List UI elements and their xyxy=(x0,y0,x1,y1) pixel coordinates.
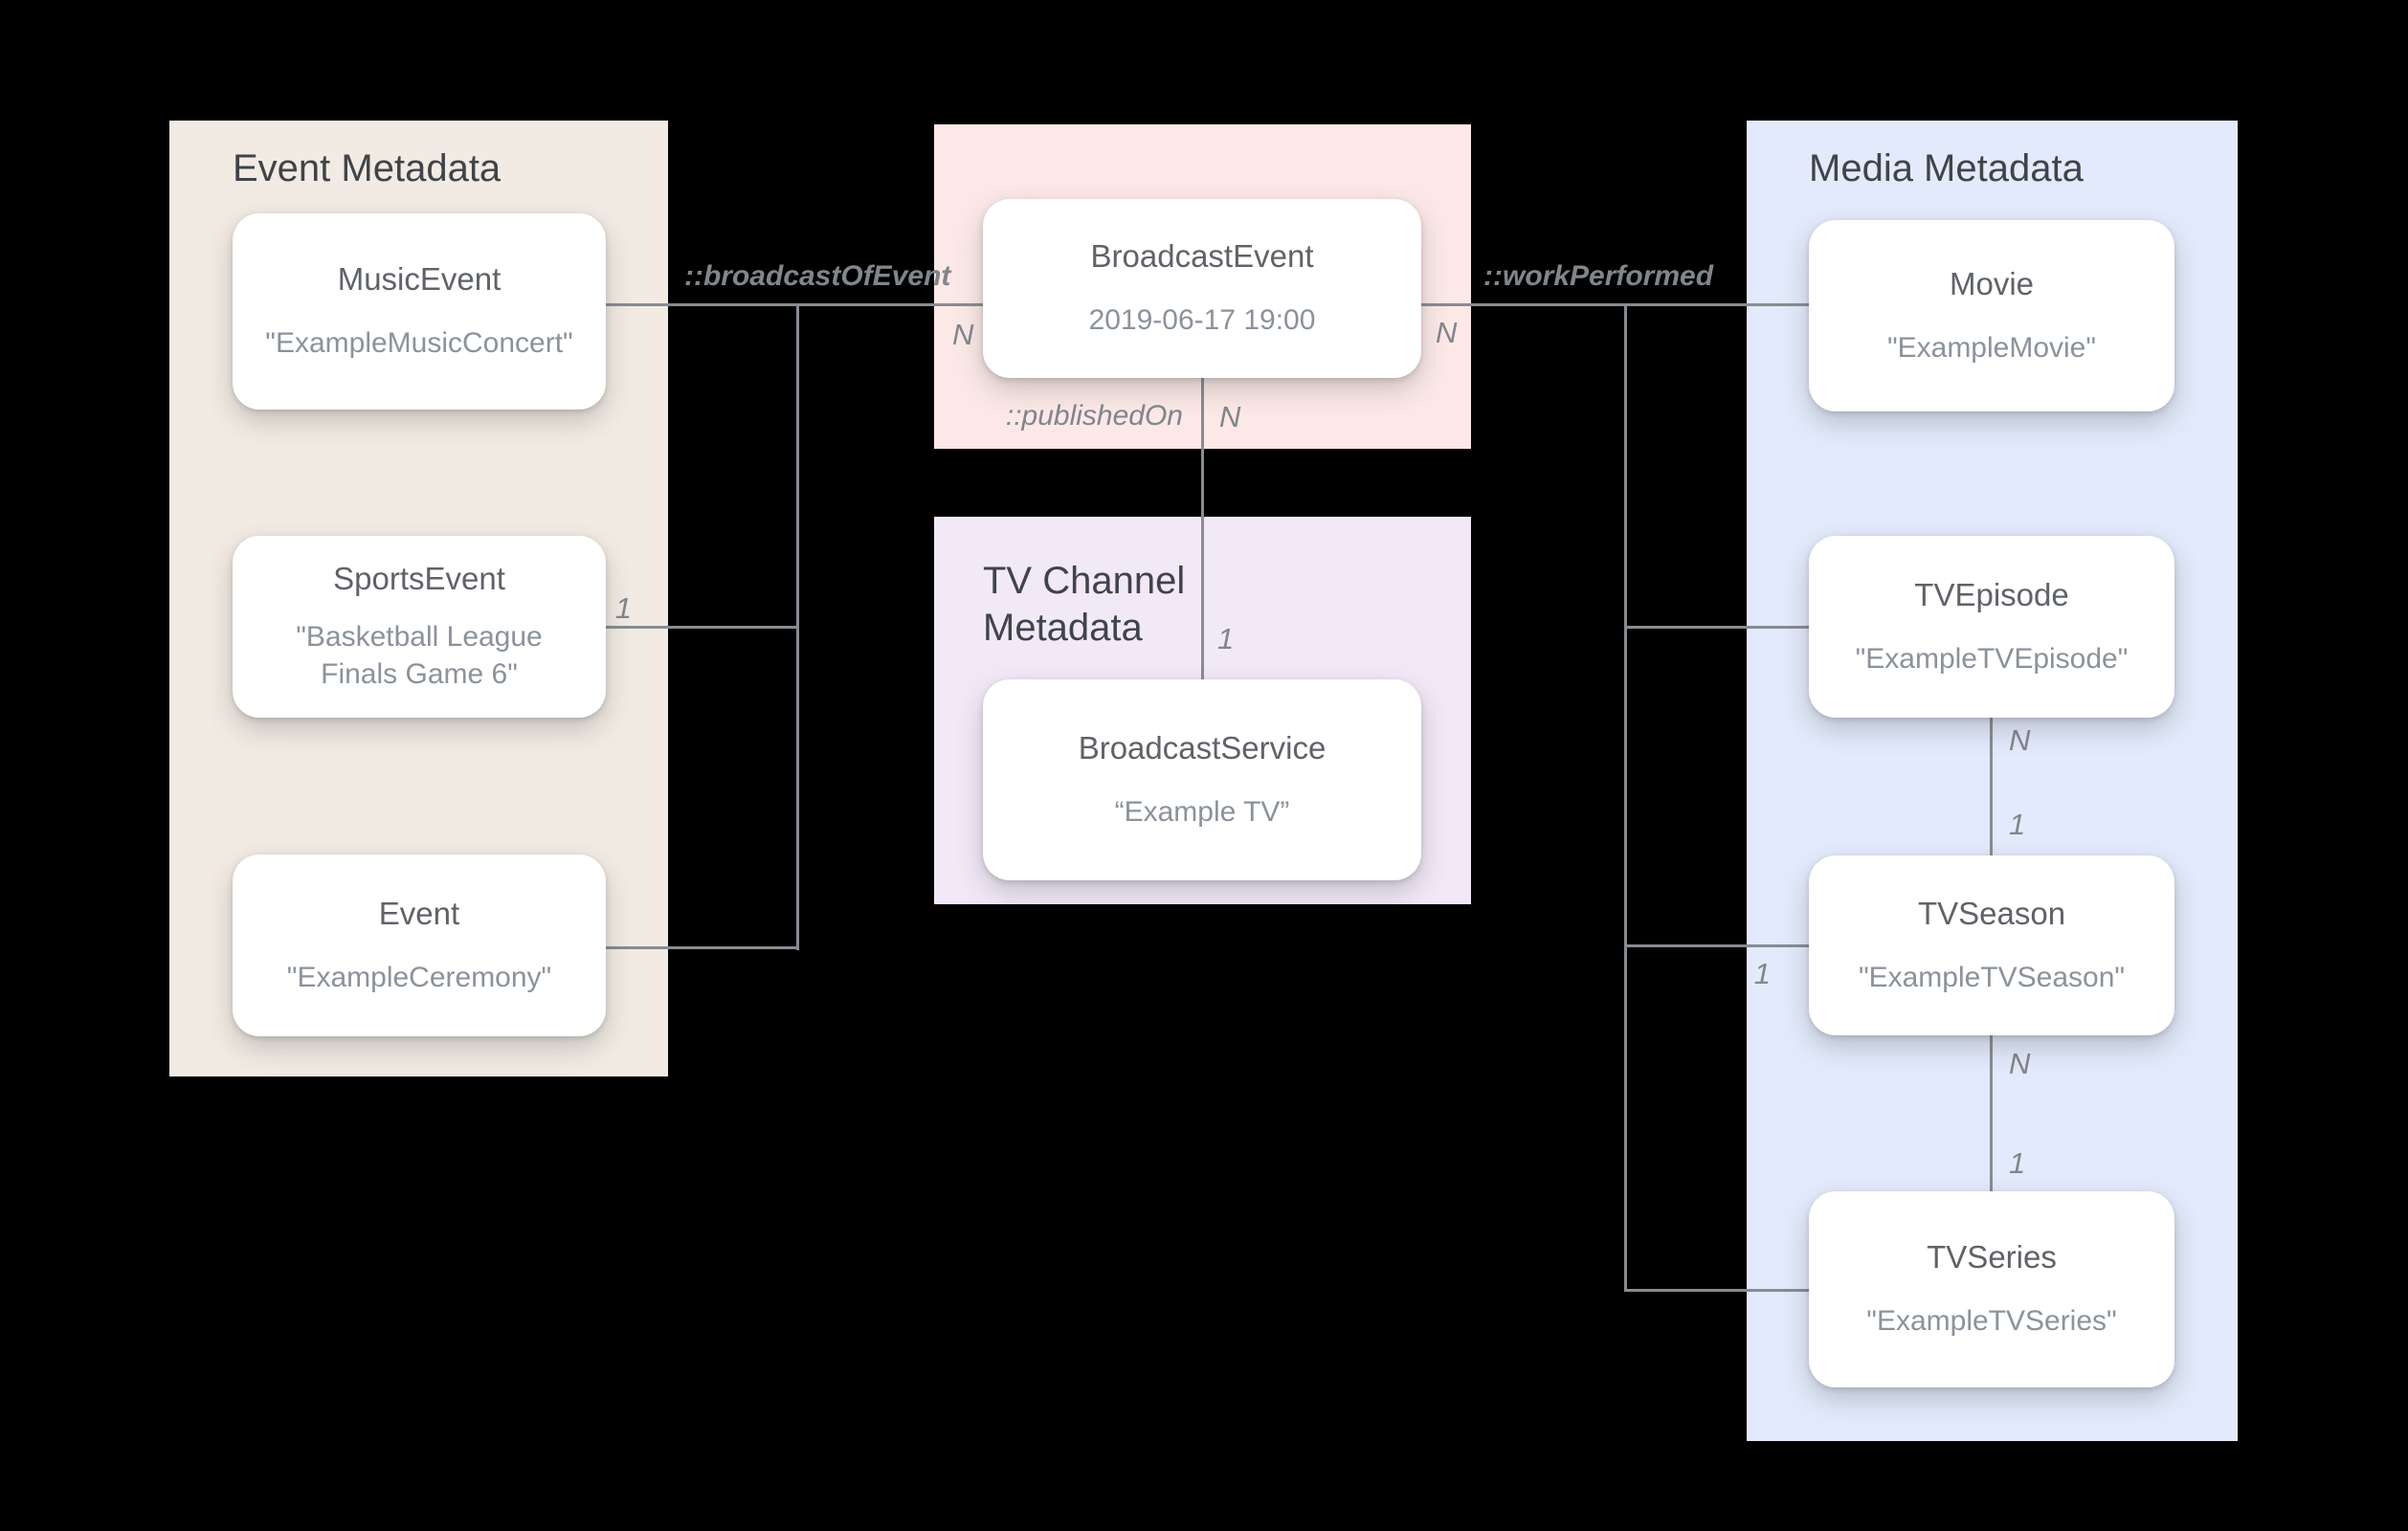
card-tvepisode-value: "ExampleTVEpisode" xyxy=(1855,642,2129,675)
cardinality-1-broadcastservice: 1 xyxy=(1217,622,1235,655)
tv-channel-metadata-title: TV Channel Metadata xyxy=(983,560,1186,649)
card-musicevent: MusicEvent "ExampleMusicConcert" xyxy=(233,213,606,410)
card-sportsevent: SportsEvent "Basketball League Finals Ga… xyxy=(233,536,606,718)
card-tvepisode-name: TVEpisode xyxy=(1914,576,2069,612)
card-tvseries-name: TVSeries xyxy=(1927,1239,2057,1275)
card-event-value: "ExampleCeremony" xyxy=(286,961,552,993)
cardinality-1-tvseries: 1 xyxy=(2009,1146,2026,1180)
edge-right-trunk xyxy=(1624,303,1627,1292)
edge-publishedon-line xyxy=(1201,378,1204,679)
card-tvseason-name: TVSeason xyxy=(1917,895,2066,931)
relation-label-workperformed: ::workPerformed xyxy=(1483,260,1714,292)
edge-musicevent-to-broadcastevent xyxy=(606,303,983,306)
cardinality-n-tvseason-bottom: N xyxy=(2009,1047,2031,1080)
card-broadcastevent-value: 2019-06-17 19:00 xyxy=(1088,304,1316,336)
cardinality-1-tvseason-stub: 1 xyxy=(1753,957,1771,990)
card-sportsevent-value: "Basketball League Finals Game 6" xyxy=(296,621,543,690)
card-broadcastservice-name: BroadcastService xyxy=(1078,729,1327,766)
edge-tvepisode-stub xyxy=(1624,626,1809,629)
card-broadcastevent: BroadcastEvent 2019-06-17 19:00 xyxy=(983,199,1421,378)
card-tvepisode: TVEpisode "ExampleTVEpisode" xyxy=(1809,536,2174,718)
card-tvseries-value: "ExampleTVSeries" xyxy=(1866,1305,2117,1337)
cardinality-n-publishedon: N xyxy=(1219,400,1241,433)
cardinality-n-broadcastevent-left: N xyxy=(952,318,974,351)
card-tvseason: TVSeason "ExampleTVSeason" xyxy=(1809,855,2174,1035)
card-musicevent-value: "ExampleMusicConcert" xyxy=(265,327,573,359)
edge-tvepisode-to-tvseason xyxy=(1990,718,1993,855)
card-event-name: Event xyxy=(378,895,460,931)
edge-event-stub xyxy=(606,946,799,949)
card-movie-value: "ExampleMovie" xyxy=(1886,331,2097,364)
edge-tvseason-to-tvseries xyxy=(1990,1035,1993,1191)
card-tvseries: TVSeries "ExampleTVSeries" xyxy=(1809,1191,2174,1387)
edge-sportsevent-stub xyxy=(606,626,799,629)
card-broadcastservice: BroadcastService “Example TV” xyxy=(983,679,1421,880)
card-event: Event "ExampleCeremony" xyxy=(233,854,606,1036)
card-broadcastservice-value: “Example TV” xyxy=(1114,795,1290,828)
card-movie: Movie "ExampleMovie" xyxy=(1809,220,2174,411)
card-musicevent-name: MusicEvent xyxy=(337,261,502,297)
edge-tvseries-stub xyxy=(1624,1289,1809,1292)
relation-label-broadcastofevent: ::broadcastOfEvent xyxy=(684,260,951,292)
cardinality-1-tvseason-top: 1 xyxy=(2009,808,2026,841)
event-metadata-title: Event Metadata xyxy=(233,147,502,189)
edge-tvseason-stub xyxy=(1624,944,1809,947)
card-broadcastevent-name: BroadcastEvent xyxy=(1090,238,1314,274)
media-metadata-title: Media Metadata xyxy=(1809,147,2084,189)
relation-label-publishedon: ::publishedOn xyxy=(1005,400,1183,432)
edge-broadcastevent-to-movie xyxy=(1421,303,1809,306)
cardinality-n-broadcastevent-right: N xyxy=(1436,316,1458,349)
card-sportsevent-name: SportsEvent xyxy=(333,561,505,596)
cardinality-n-tvepisode: N xyxy=(2009,723,2031,757)
card-movie-name: Movie xyxy=(1949,265,2035,301)
card-tvseason-value: "ExampleTVSeason" xyxy=(1858,961,2126,993)
cardinality-1-sportsevent: 1 xyxy=(614,591,632,625)
